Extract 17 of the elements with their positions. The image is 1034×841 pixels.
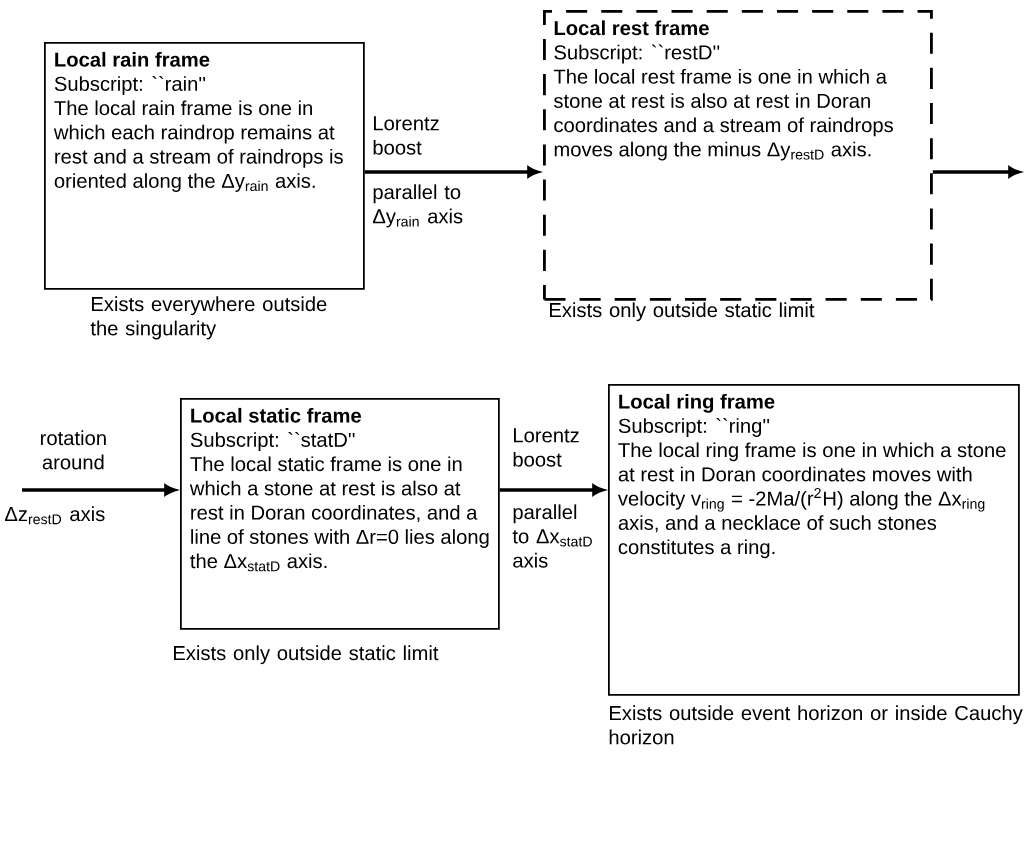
arrow-caption: Δz$_{restD}$ axis — [4, 506, 105, 525]
edge-label: Lorentz boost — [373, 116, 439, 155]
frame-box: Local rain frame Subscript: ``rain'' The local rain frame is one in which each raindrop remains at rest and a stream of raindrops is oriented along the Δy$_{rain}$ axis. — [44, 42, 365, 290]
frame-box: Local static frame Subscript: ``statD'' The local static frame is one in which a stone at rest is also at rest in Doran coordinates, and a line of stones with Δr=0 lies along the Δx$_{statD}$ axis. — [180, 398, 500, 630]
caption-text: Exists everywhere outside the singularity — [90, 296, 327, 340]
arrow — [932, 166, 1021, 178]
caption-text: Exists only outside static limit — [174, 645, 439, 665]
frame-box: Local ring frame Subscript: ``ring'' The local ring frame is one in which a stone at rest in Doran coordinates moves with velocity v$_{ring}$ = -2Ma/(r$^{2}$H) along the Δx$_{ring}$ axis, and a necklace of such stones constitutes a ring. — [608, 384, 1020, 696]
arrow — [499, 484, 605, 496]
edge-label: Lorentz boost — [513, 428, 579, 467]
arrow — [364, 166, 540, 178]
arrow-caption: parallel to Δy$_{rain}$ axis — [372, 184, 463, 228]
arrow-caption: parallel to Δx$_{statD}$ axis — [512, 504, 592, 568]
frame-box: Local rest frame Subscript: ``restD'' The local rest frame is one in which a stone at rest is also at rest in Doran coordinates and a stream of raindrops moves along the minus Δy$_{restD}$ axis. — [543, 10, 933, 301]
edge-label: rotation around — [41, 430, 106, 470]
caption-text: Exists only outside static limit — [550, 302, 815, 322]
caption-text: Exists outside event horizon or inside Cauchy horizon — [609, 705, 1023, 745]
